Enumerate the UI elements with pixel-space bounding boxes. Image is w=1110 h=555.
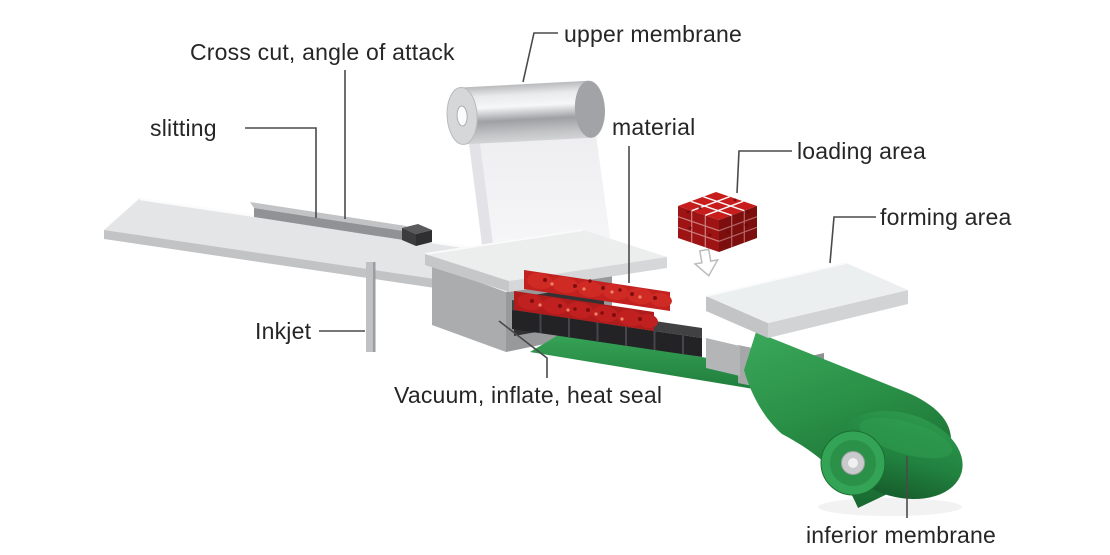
upper-membrane-roll — [446, 80, 605, 145]
label-slitting: slitting — [150, 115, 217, 141]
leader-line-upper-membrane — [522, 32, 558, 83]
label-loading-area: loading area — [797, 138, 927, 164]
slitting-rail — [250, 202, 410, 241]
label-inferior-membrane: inferior membrane — [806, 522, 997, 548]
lower-membrane-belt — [530, 334, 806, 392]
drop-arrow-icon — [693, 248, 720, 277]
leader-line-slitting — [245, 127, 317, 218]
leader-line-vacuum — [498, 320, 548, 378]
label-cross-cut: Cross cut, angle of attack — [190, 39, 455, 65]
infeed-table — [104, 197, 506, 293]
label-inkjet: Inkjet — [255, 318, 312, 344]
label-forming-area: forming area — [880, 204, 1012, 230]
label-upper-membrane: upper membrane — [564, 21, 742, 47]
leader-lines — [245, 32, 908, 518]
loading-area-product — [677, 192, 758, 277]
label-material: material — [612, 114, 696, 140]
leader-line-forming-area — [829, 216, 876, 264]
leader-line-loading-area — [736, 150, 792, 194]
upper-membrane-sheet — [466, 120, 612, 260]
label-vacuum-inflate-heat-seal: Vacuum, inflate, heat seal — [394, 382, 663, 408]
inferior-membrane-roll — [818, 410, 963, 516]
material-product — [514, 270, 672, 331]
inkjet-head — [366, 262, 376, 352]
cross-cut-head — [402, 224, 432, 246]
